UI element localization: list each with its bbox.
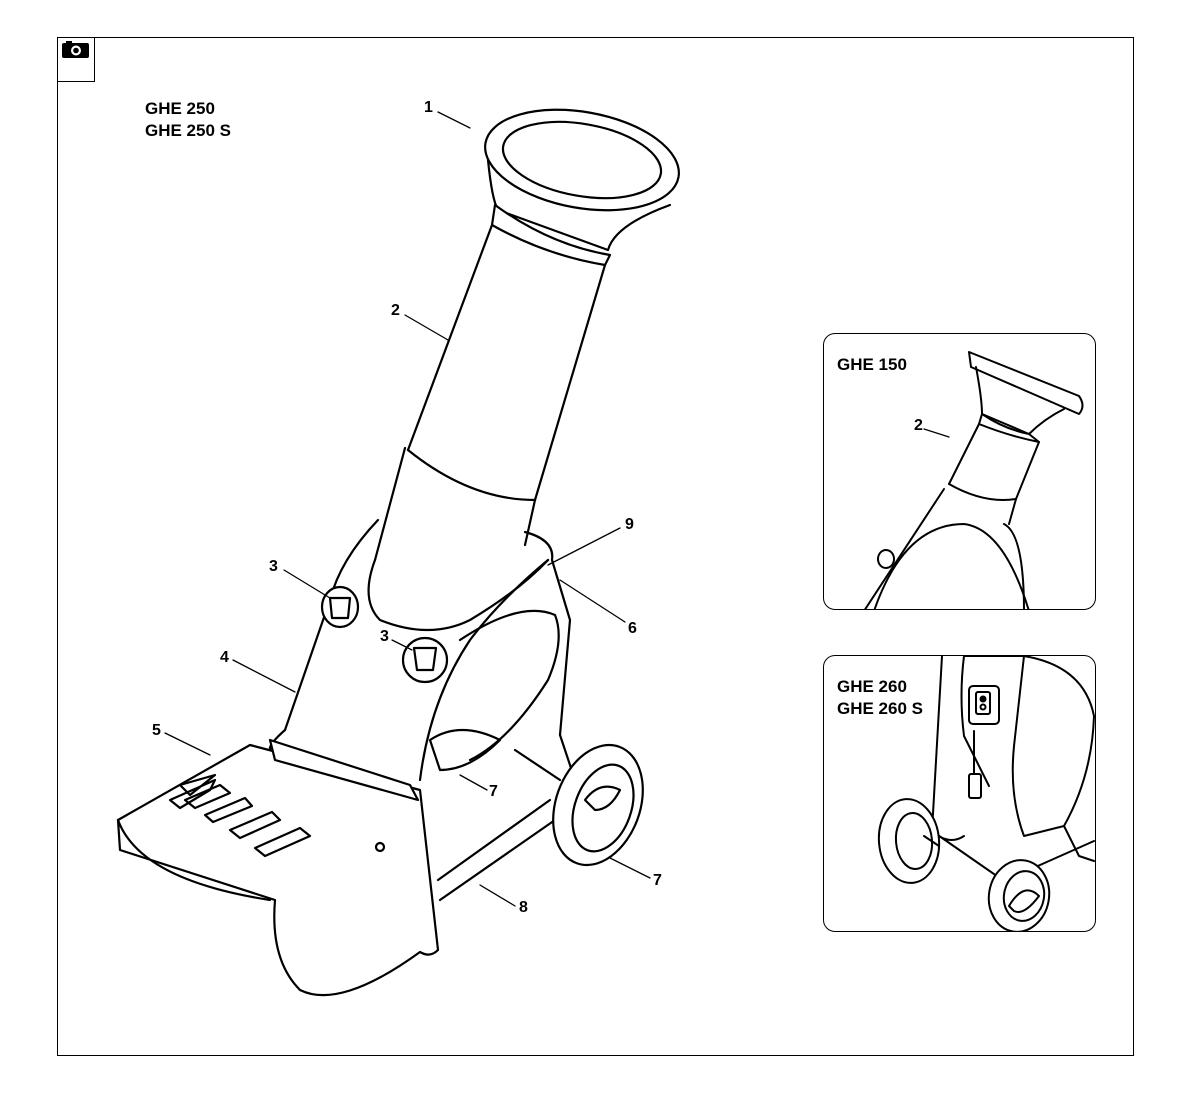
ghe260-model-line-2: GHE 260 S	[837, 698, 923, 720]
callout-6: 6	[628, 621, 637, 637]
ghe260-model-label: GHE 260 GHE 260 S	[837, 676, 923, 720]
inset-ghe150: GHE 150 2	[823, 333, 1096, 610]
callout-7-wheel: 7	[653, 873, 662, 889]
ghe260-model-line-1: GHE 260	[837, 676, 923, 698]
ghe150-callout-2: 2	[914, 418, 923, 434]
callout-2: 2	[391, 303, 400, 319]
callout-5: 5	[152, 723, 161, 739]
callout-3-upper: 3	[269, 559, 278, 575]
wheel	[537, 732, 658, 877]
inset-ghe260: GHE 260 GHE 260 S	[823, 655, 1096, 932]
callout-4: 4	[220, 650, 229, 666]
feed-tube	[408, 225, 605, 500]
main-model-label: GHE 250 GHE 250 S	[145, 98, 231, 142]
model-line-2: GHE 250 S	[145, 120, 231, 142]
hopper-rim	[477, 96, 687, 225]
callout-3-lower: 3	[380, 629, 389, 645]
ghe150-model-label: GHE 150	[837, 354, 907, 376]
callout-9: 9	[625, 517, 634, 533]
model-line-1: GHE 250	[145, 98, 231, 120]
callout-8: 8	[519, 900, 528, 916]
callout-7-motor: 7	[489, 784, 498, 800]
callout-1: 1	[424, 100, 433, 116]
